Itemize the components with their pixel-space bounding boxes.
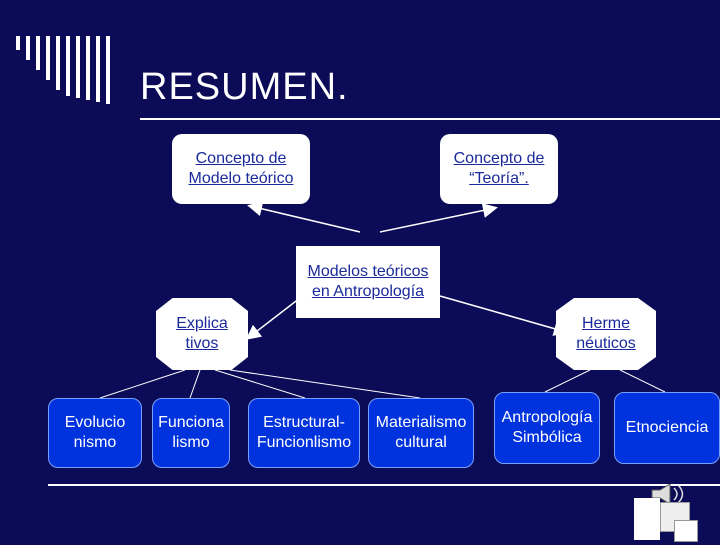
materialismo-cultural-text: Materialismo cultural (375, 414, 467, 451)
evolucionismo-text: Evolucio nismo (64, 414, 126, 451)
materialismo-cultural-box: Materialismo cultural (368, 398, 474, 468)
modelos-teoricos-text: Modelos teóricos en Antropología (307, 263, 429, 300)
hermeneuticos-text: Herme néuticos (576, 315, 636, 352)
concepto-teoria-text: Concepto de “Teoría”. (453, 150, 545, 187)
antropologia-simbolica-text: Antropología Simbólica (501, 409, 593, 446)
antropologia-simbolica-box: Antropología Simbólica (494, 392, 600, 464)
hermeneuticos-box: Herme néuticos (556, 298, 656, 370)
media-icons (630, 483, 720, 542)
evolucionismo-box: Evolucio nismo (48, 398, 142, 468)
etnociencia-text: Etnociencia (625, 419, 709, 436)
concepto-modelo-box: Concepto de Modelo teórico (172, 134, 310, 204)
etnociencia-box: Etnociencia (614, 392, 720, 464)
funcionalismo-box: Funciona lismo (152, 398, 230, 468)
concepto-teoria-box: Concepto de “Teoría”. (440, 134, 558, 204)
top-divider (140, 118, 720, 120)
explicativos-text: Explica tivos (176, 315, 228, 352)
explicativos-box: Explica tivos (156, 298, 248, 370)
bottom-divider (48, 484, 720, 486)
modelos-teoricos-box: Modelos teóricos en Antropología (296, 246, 440, 318)
estructural-funcionalismo-text: Estructural- Funcionlismo (256, 414, 352, 451)
decorative-bars (16, 36, 116, 106)
estructural-funcionalismo-box: Estructural- Funcionlismo (248, 398, 360, 468)
document-stack-icon (634, 498, 698, 542)
page-title: RESUMEN. (140, 66, 349, 108)
funcionalismo-text: Funciona lismo (158, 414, 224, 451)
concepto-modelo-text: Concepto de Modelo teórico (188, 150, 294, 187)
